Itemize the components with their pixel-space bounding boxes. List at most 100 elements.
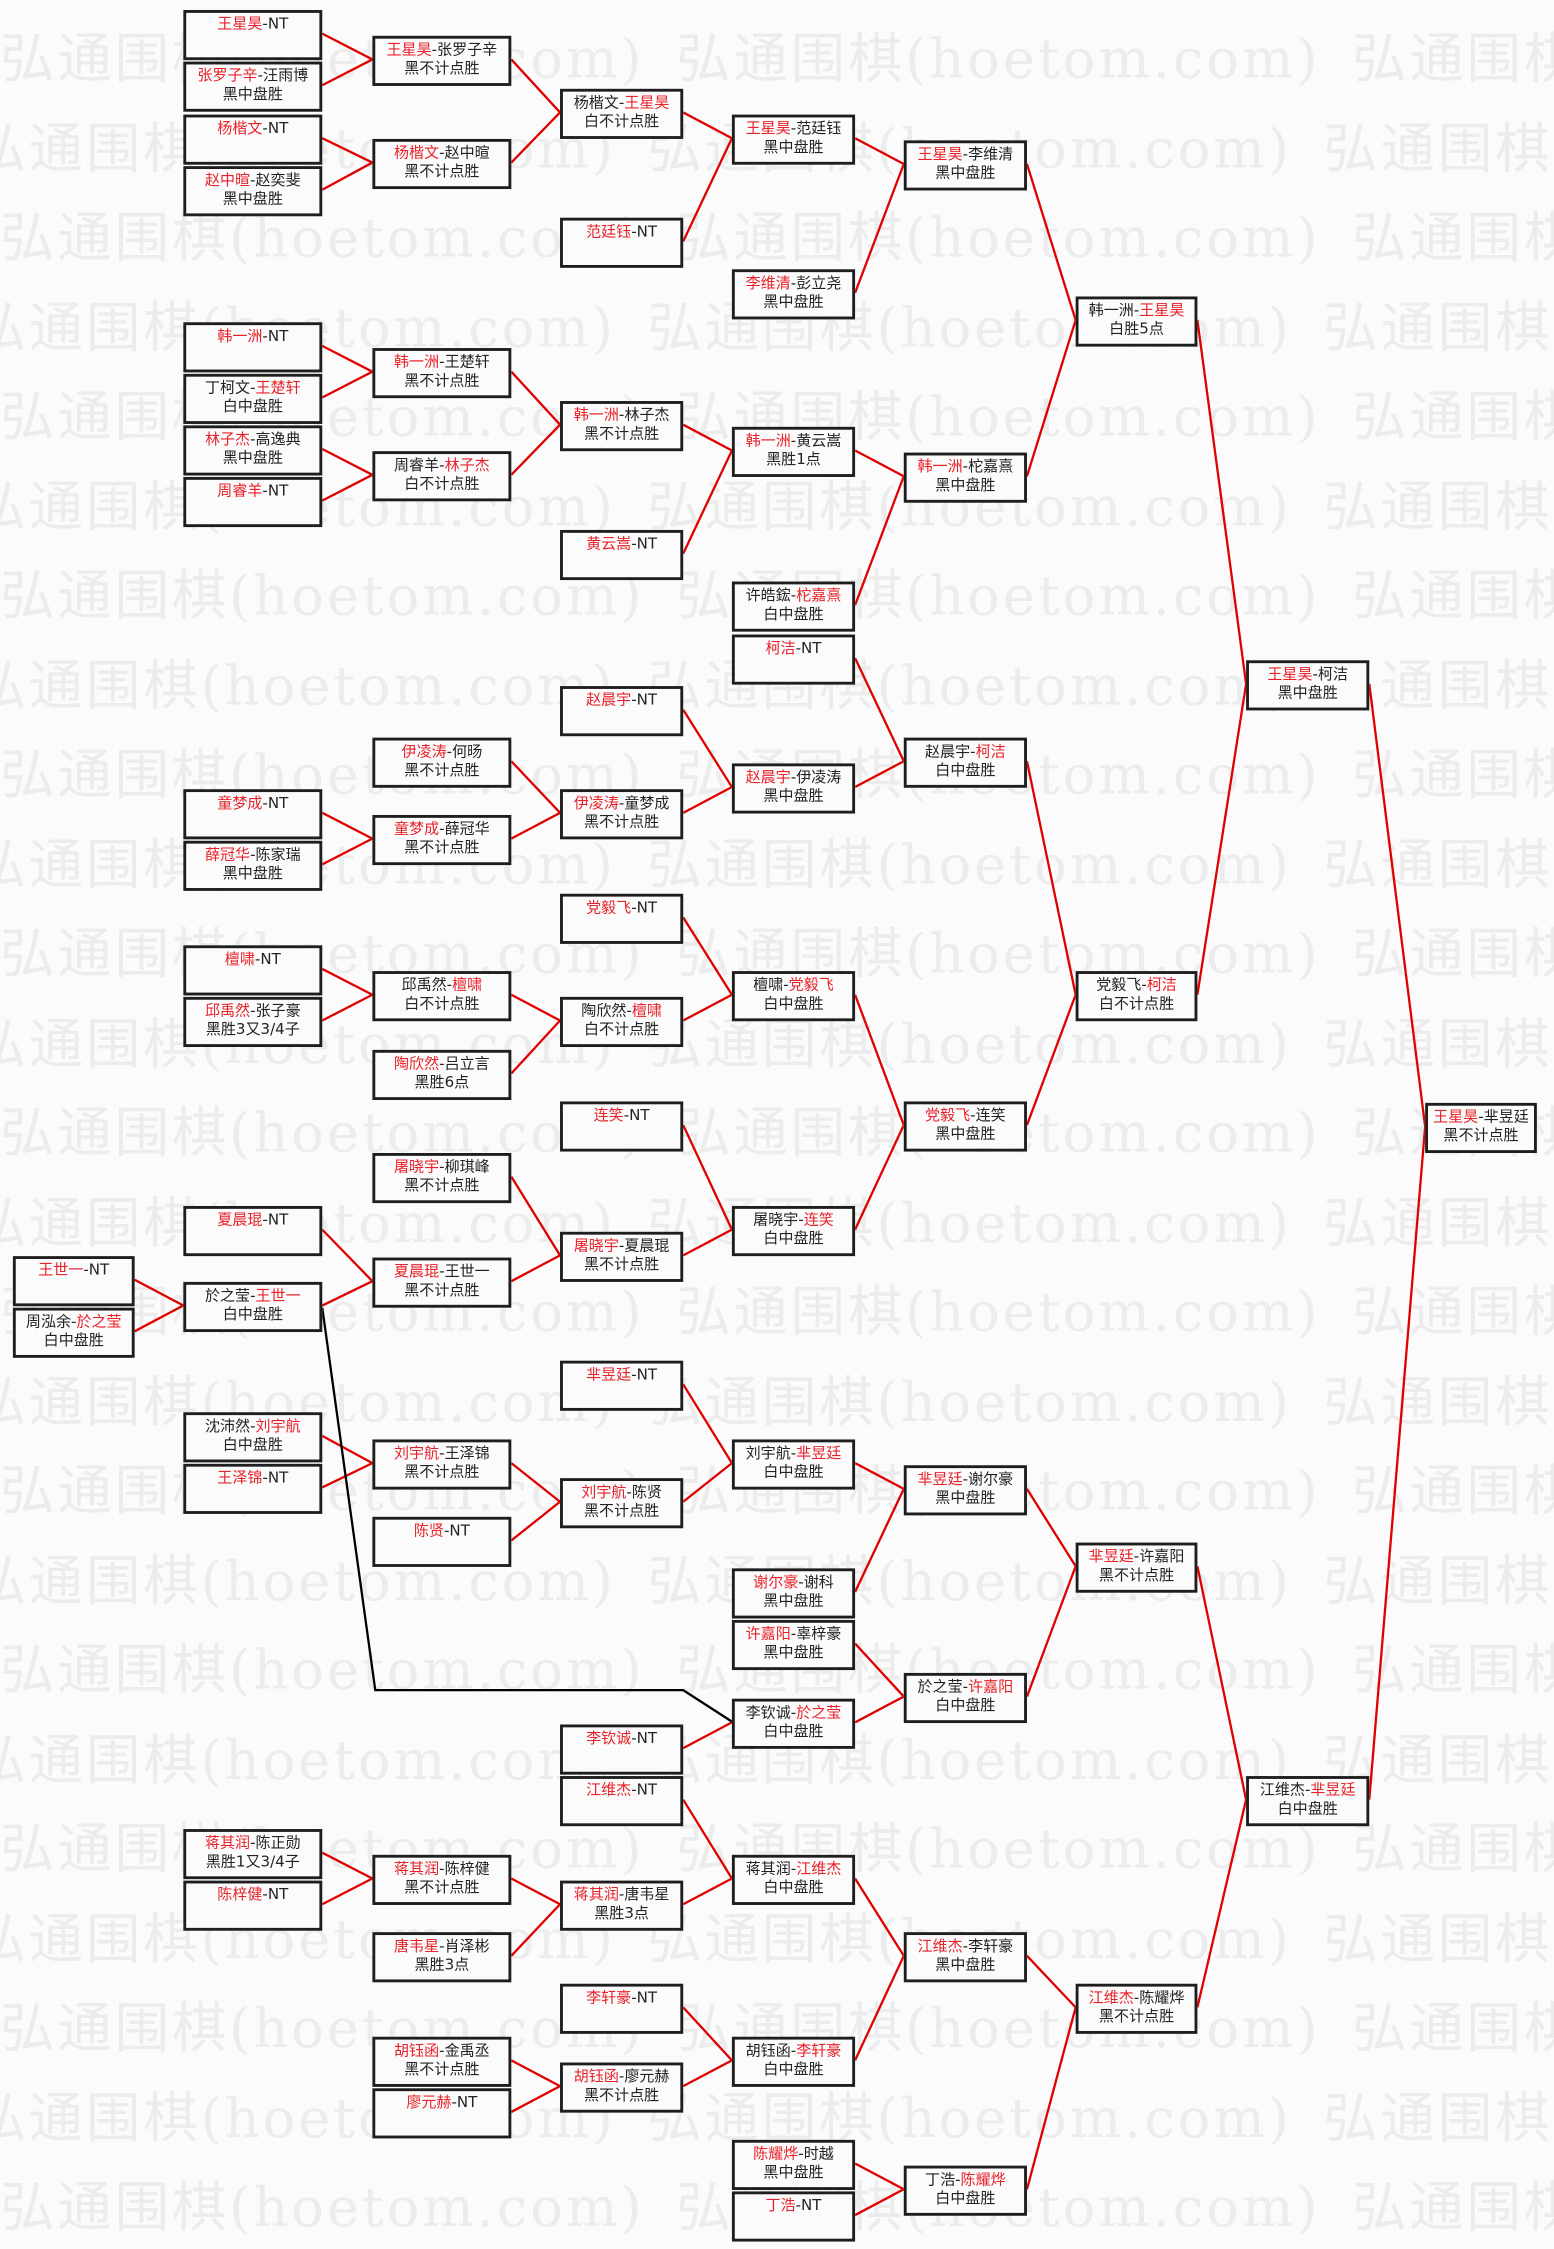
match-result: 白中盘胜 [222,398,283,416]
player-black: 周睿羊 [217,482,263,500]
match-box: 檀啸-NT [183,945,323,996]
match-box: 伊凌涛-何旸黑不计点胜 [372,737,512,788]
watermark-text: 弘通围棋(hoetom.com) [647,832,1292,896]
match-box: 江维杰-芈昱廷白中盘胜 [1246,1776,1370,1827]
connector-line [321,448,373,476]
match-result: 黑中盘胜 [222,85,283,104]
match-box: 许皓鋐-柁嘉熹白中盘胜 [731,581,856,632]
match-box: 陶欣然-檀啸白不计点胜 [560,996,684,1048]
player-black: 刘宇航 [745,1445,791,1463]
match-players: 芈昱廷-谢尔豪 [907,1471,1024,1490]
player-black: 童梦成 [217,794,263,813]
connector-line [321,1434,373,1465]
connector-line [682,2006,733,2062]
match-players: 陈梓健-NT [186,1886,319,1905]
watermark-text: 弘通围棋(hoetom.com) [0,1101,645,1165]
match-box: 韩一洲-王星昊白胜5点 [1075,296,1198,347]
player-white: 党毅飞 [788,976,834,995]
separator: - [262,482,268,500]
player-white: NT [629,1107,650,1125]
match-players: 於之莹-王世一 [186,1288,319,1307]
player-white: 檀啸 [452,976,483,995]
player-white: NT [636,1781,658,1799]
watermark-text: 弘通围棋(hoetom.com) [1323,832,1554,896]
separator: - [431,41,438,59]
match-result: 白胜5点 [1109,320,1164,339]
connector-line [682,1462,733,1503]
player-white: NT [267,482,289,500]
player-white: NT [636,535,658,553]
separator: - [439,1055,445,1073]
separator: - [618,406,625,424]
match-result: 黑不计点胜 [404,839,480,857]
match-box: 杨楷文-NT [183,114,323,165]
match-box: 蒋其润-陈梓健黑不计点胜 [372,1854,512,1905]
player-white: 彭立尧 [796,275,842,293]
separator: - [262,794,268,813]
separator: - [451,2094,457,2112]
match-players: 江维杰-NT [563,1782,680,1801]
match-box: 范廷钰-NT [560,217,684,268]
watermark-text: 弘通围棋(hoetom.com) [1351,743,1554,807]
match-players: 王星昊-张罗子辛 [375,42,508,61]
watermark-text: 弘通围棋(hoetom.com) [0,1728,616,1792]
player-white: 檀啸 [631,1002,662,1020]
match-players: 韩一洲-林子杰 [563,407,680,426]
watermark-text: 弘通围棋(hoetom.com) [1323,2086,1554,2150]
player-white: NT [636,223,658,241]
match-players: 谢尔豪-谢科 [735,1574,852,1593]
match-result: 黑中盘胜 [763,2164,824,2182]
match-players: 夏晨琨-NT [186,1212,319,1231]
match-result: 黑不计点胜 [404,60,480,78]
separator: - [631,1781,637,1799]
connector-line [510,2085,561,2113]
connector-line [510,1254,561,1283]
match-players: 陈贤-NT [375,1523,508,1542]
match-players: 王星昊-李维清 [907,146,1024,165]
match-result: 黑胜6点 [414,1074,470,1092]
match-result: 白不计点胜 [584,113,660,131]
match-box: 於之莹-王世一白中盘胜 [183,1281,323,1333]
player-black: 芈昱廷 [586,1366,632,1384]
connector-line [321,1462,373,1489]
match-players: 丁柯文-王楚轩 [186,380,319,399]
match-players: 丁浩-陈耀烨 [907,2171,1024,2190]
connector-line [510,811,561,840]
player-black: 杨楷文 [217,120,263,138]
match-players: 周泓余-於之莹 [16,1313,132,1332]
player-black: 周睿羊 [394,456,440,475]
separator: - [439,1158,445,1176]
match-players: 江维杰-李轩豪 [907,1938,1024,1957]
match-result: 黑不计点胜 [404,1177,480,1195]
player-black: 蒋其润 [204,1834,251,1852]
separator: - [439,1860,445,1878]
match-box: 周泓余-於之莹白中盘胜 [12,1307,135,1358]
separator: - [631,223,637,241]
connector-line [510,58,561,114]
player-black: 邱禹然 [401,976,447,995]
match-box: 王星昊-NT [183,10,323,61]
separator: - [262,1886,268,1904]
player-white: NT [267,1211,289,1229]
player-white: 张罗子辛 [437,41,498,59]
match-result: 白中盘胜 [763,1879,824,1897]
player-black: 伊凌涛 [573,794,619,813]
match-box: 柯洁-NT [731,634,856,685]
match-result: 黑中盘胜 [935,476,996,495]
watermark-text: 弘通围棋(hoetom.com) [1351,27,1554,91]
player-black: 於之莹 [204,1287,251,1305]
match-players: 江维杰-陈耀烨 [1079,1989,1195,2008]
player-black: 连笑 [593,1107,624,1125]
connector-line [854,994,905,1126]
player-black: 檀啸 [753,976,784,995]
match-box: 李钦诚-NT [560,1724,684,1775]
separator: - [618,794,625,813]
player-white: NT [267,15,289,33]
separator: - [443,1522,450,1540]
player-white: 陈正勋 [255,1834,301,1852]
connector-line [854,2162,905,2191]
watermark-text: 弘通围棋(hoetom.com) [1351,1817,1554,1881]
match-box: 赵晨宇-NT [560,686,684,737]
match-players: 韩一洲-王楚轩 [375,354,508,373]
match-players: 连笑-NT [563,1107,680,1126]
